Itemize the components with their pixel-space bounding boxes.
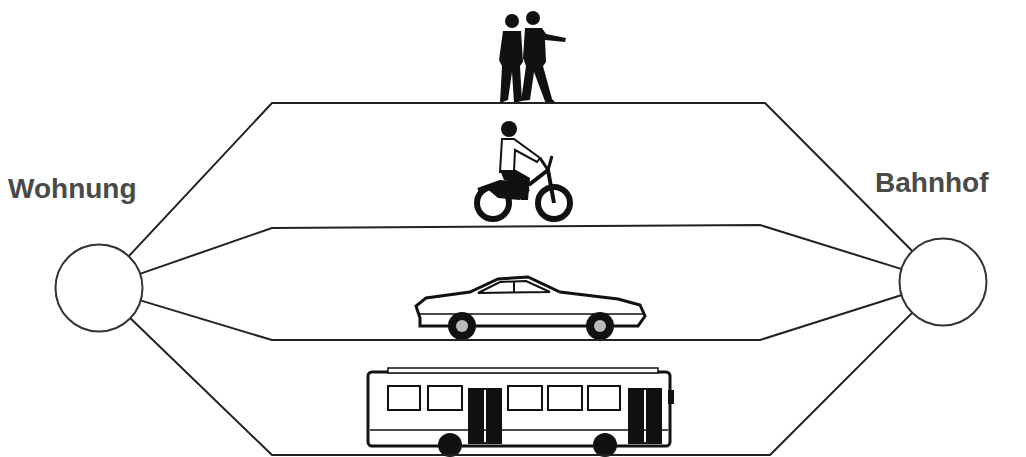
bus-door <box>628 388 662 444</box>
head-shape <box>526 11 540 25</box>
wheel-shape <box>586 312 614 340</box>
bus-window <box>428 386 462 410</box>
wheel-shape <box>438 433 462 457</box>
location-circle: Bahnhof <box>898 237 988 327</box>
circle-outline <box>898 237 988 327</box>
body-shape <box>499 31 523 103</box>
route-line <box>129 103 912 256</box>
helmet-shape <box>501 121 517 137</box>
location-label: Bahnhof <box>875 167 989 199</box>
trim-line <box>420 313 643 315</box>
bus-roof <box>388 368 658 373</box>
circle-shape <box>56 245 143 332</box>
door-gap <box>644 390 646 442</box>
bus-window <box>388 386 420 410</box>
body-shape <box>521 28 566 104</box>
rider-torso <box>500 139 540 172</box>
frame-shape <box>478 170 554 203</box>
head-shape <box>505 14 519 28</box>
bus-body <box>368 372 670 446</box>
bus-icon <box>368 368 674 457</box>
route-line <box>141 295 901 340</box>
bus-window <box>548 386 582 410</box>
route-line <box>141 225 901 274</box>
circle-shape <box>900 239 987 326</box>
bus-door <box>468 388 502 444</box>
car-icon <box>416 277 645 340</box>
wheel-shape <box>448 312 476 340</box>
wheel-shape <box>593 433 617 457</box>
location-label: Wohnung <box>8 173 137 205</box>
circle-outline <box>54 243 144 333</box>
trim-line <box>370 429 668 431</box>
location-circle: Wohnung <box>54 243 144 333</box>
rider-legs <box>500 170 530 200</box>
pedestrians-icon <box>499 11 566 104</box>
bus-window <box>508 386 542 410</box>
car-window <box>478 281 550 293</box>
handlebar-shape <box>540 156 552 170</box>
mirror-shape <box>668 390 674 404</box>
hub-shape <box>594 320 606 332</box>
window-pillar <box>513 282 515 293</box>
bus-window <box>588 386 620 410</box>
door-gap <box>484 390 486 442</box>
moped-icon <box>477 121 570 219</box>
hub-shape <box>456 320 468 332</box>
route-line <box>131 313 912 455</box>
